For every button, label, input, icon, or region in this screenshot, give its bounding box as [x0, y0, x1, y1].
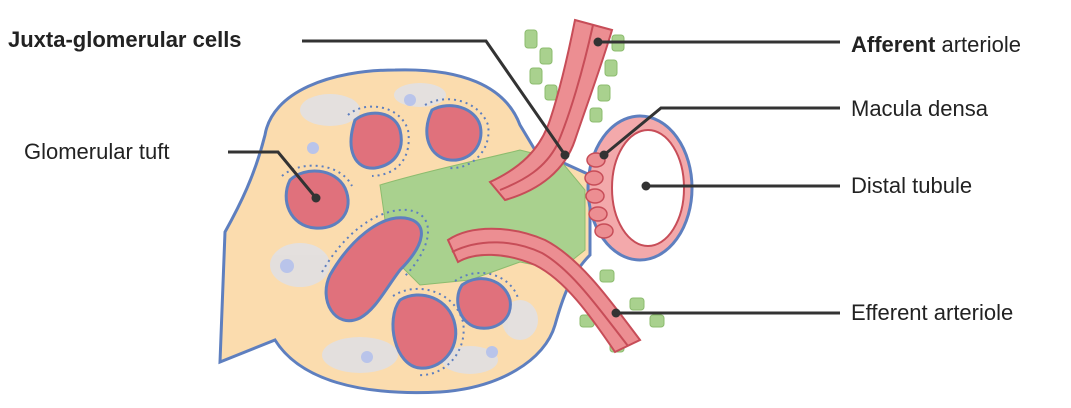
label-distal-tubule: Distal tubule — [851, 173, 972, 199]
label-macula-densa: Macula densa — [851, 96, 988, 122]
label-efferent-arteriole: Efferent arteriole — [851, 300, 1013, 326]
label-glomerular-tuft: Glomerular tuft — [24, 139, 170, 165]
label-afferent-rest: arteriole — [935, 32, 1021, 57]
label-afferent-arteriole: Afferent arteriole — [851, 32, 1021, 58]
label-afferent-bold: Afferent — [851, 32, 935, 57]
label-juxta-glomerular-cells: Juxta-glomerular cells — [8, 27, 242, 53]
